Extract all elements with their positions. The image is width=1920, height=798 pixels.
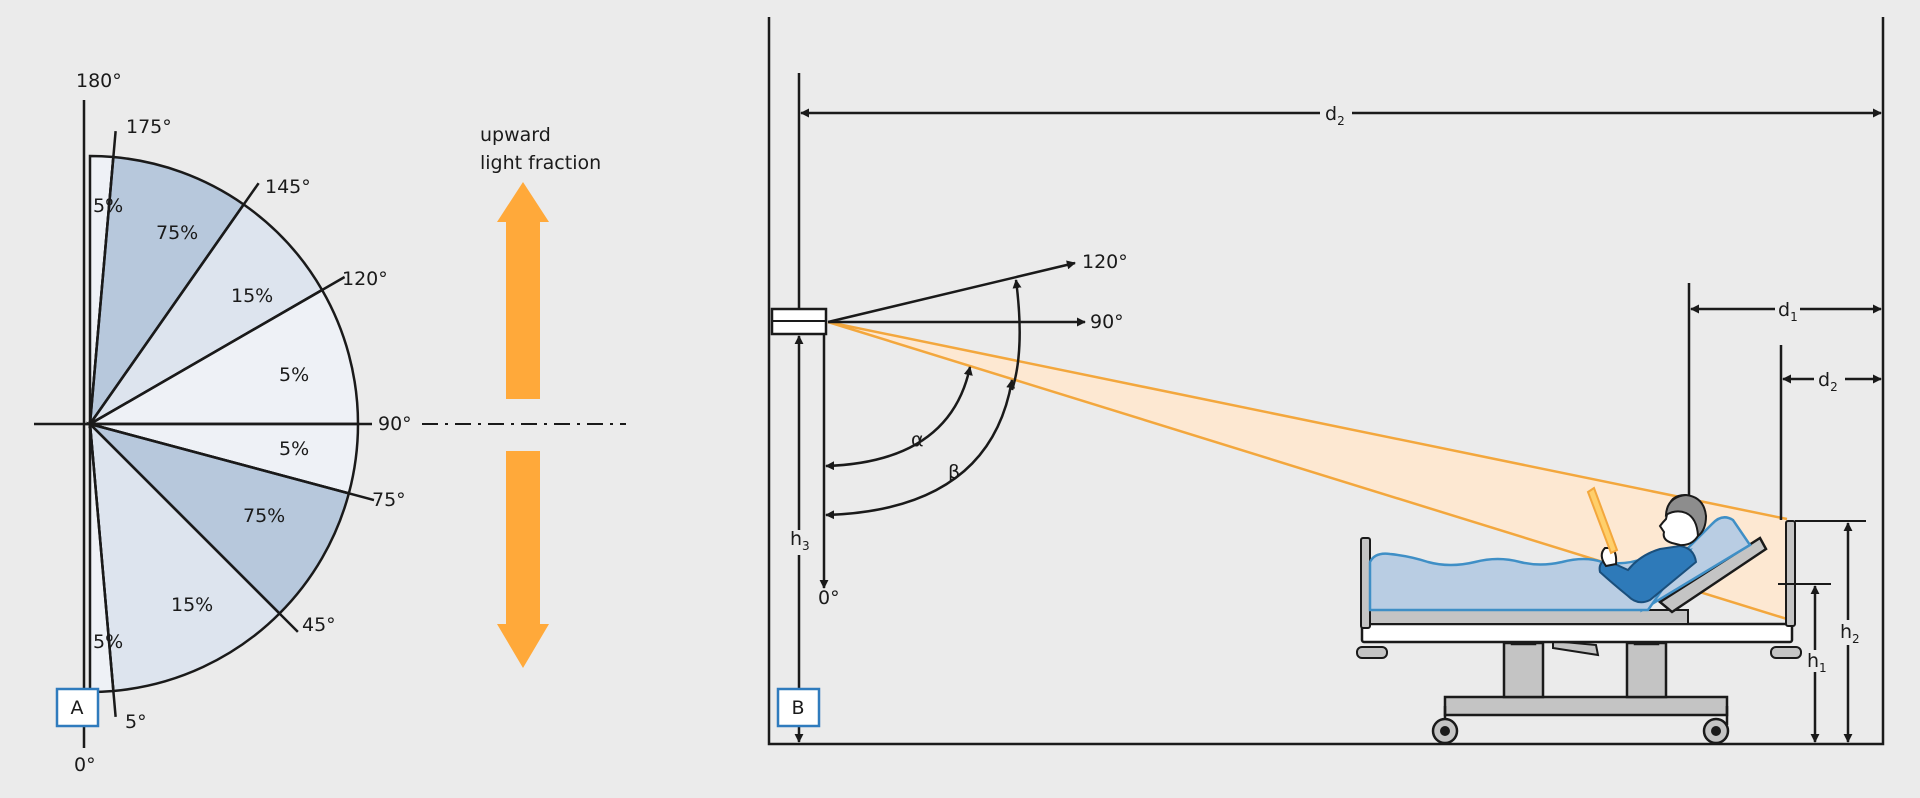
- ray-120: [89, 275, 346, 426]
- slice-45-75: [85, 421, 351, 616]
- angle-label-0: 0°: [74, 754, 96, 776]
- dimension-d2-small-label: d2: [1818, 369, 1838, 394]
- slice-label-5-45: 15%: [171, 594, 213, 616]
- angle-label-5: 5°: [125, 711, 147, 733]
- dimension-h2-label: h2: [1840, 621, 1860, 646]
- alpha-label: α: [911, 429, 924, 451]
- slice-145-175: [88, 155, 246, 429]
- panel-b-label-box: B: [776, 687, 821, 728]
- direction-120-label: 120°: [1082, 251, 1128, 273]
- room-walls: [767, 17, 1885, 746]
- ray-145: [88, 182, 260, 425]
- patient: [1586, 486, 1708, 604]
- bed-bumper-right: [1770, 646, 1802, 659]
- downward-arrow: [497, 451, 549, 668]
- backrest: [1657, 536, 1768, 614]
- slice-label-90-120: 5%: [279, 364, 309, 386]
- angle-label-180: 180°: [76, 70, 122, 92]
- bed-support-strut: [1552, 639, 1600, 657]
- angle-rays: [88, 131, 375, 717]
- direction-120-line: [827, 260, 1076, 324]
- bed-column-left: [1502, 641, 1545, 699]
- panel-a-polar-diagram: 180° 175° 145° 120° 90° 75° 45° 5° 0° 5%…: [34, 70, 626, 776]
- svg-text:A: A: [71, 697, 84, 719]
- dimension-h3-label: h3: [790, 528, 810, 553]
- upward-arrow: [497, 182, 549, 399]
- ray-5: [88, 423, 117, 717]
- angle-label-145: 145°: [265, 176, 311, 198]
- slice-label-145-175: 75%: [156, 222, 198, 244]
- angle-label-90: 90°: [378, 413, 412, 435]
- beta-angle-arc: [825, 379, 1016, 520]
- slice-120-145: [88, 202, 324, 426]
- angle-label-45: 45°: [302, 614, 336, 636]
- beta-angle-arc-upper: [1010, 279, 1022, 391]
- slice-label-175-180: 5%: [93, 195, 123, 217]
- dimension-d2-label: d2: [1325, 103, 1345, 128]
- dimension-h1-label: h1: [1807, 650, 1827, 675]
- book-reading-light: [1586, 486, 1619, 555]
- beam-upper-edge: [827, 320, 1788, 521]
- upward-light-fraction-line2: light fraction: [480, 152, 601, 174]
- bed-base: [1443, 695, 1729, 717]
- patient-body: [1598, 544, 1698, 604]
- slice-label-45-75: 75%: [243, 505, 285, 527]
- direction-90-label: 90°: [1090, 311, 1124, 333]
- wheel-left-hub: [1440, 726, 1450, 736]
- panel-a-label-box: A: [55, 687, 100, 728]
- slice-5-45: [88, 420, 282, 693]
- alpha-angle-arc: [825, 366, 973, 471]
- wheel-right-hub: [1711, 726, 1721, 736]
- angle-label-175: 175°: [126, 116, 172, 138]
- ray-75: [89, 422, 375, 502]
- slice-label-75-90: 5%: [279, 438, 309, 460]
- panel-b-room-section: d2 120° 90° 0° α β h3 d1 d2: [767, 17, 1885, 746]
- upward-light-fraction-line1: upward: [480, 124, 551, 146]
- mattress: [1369, 609, 1689, 625]
- svg-text:B: B: [791, 697, 804, 719]
- beta-label: β: [948, 461, 960, 483]
- dimension-d1-label: d1: [1778, 299, 1798, 324]
- bed-column-right: [1625, 641, 1668, 699]
- slice-label-0-5: 5%: [93, 631, 123, 653]
- patient-hair: [1664, 493, 1708, 538]
- ray-175: [88, 131, 117, 425]
- direction-0-label: 0°: [818, 587, 840, 609]
- bed-bumper-left: [1356, 646, 1388, 659]
- slice-90-120: [85, 288, 360, 426]
- slice-label-120-145: 15%: [231, 285, 273, 307]
- footboard: [1360, 537, 1371, 629]
- headboard: [1785, 520, 1796, 627]
- angle-label-75: 75°: [372, 489, 406, 511]
- angle-label-120: 120°: [342, 268, 388, 290]
- ray-45: [89, 423, 299, 633]
- bed-frame: [1360, 622, 1794, 644]
